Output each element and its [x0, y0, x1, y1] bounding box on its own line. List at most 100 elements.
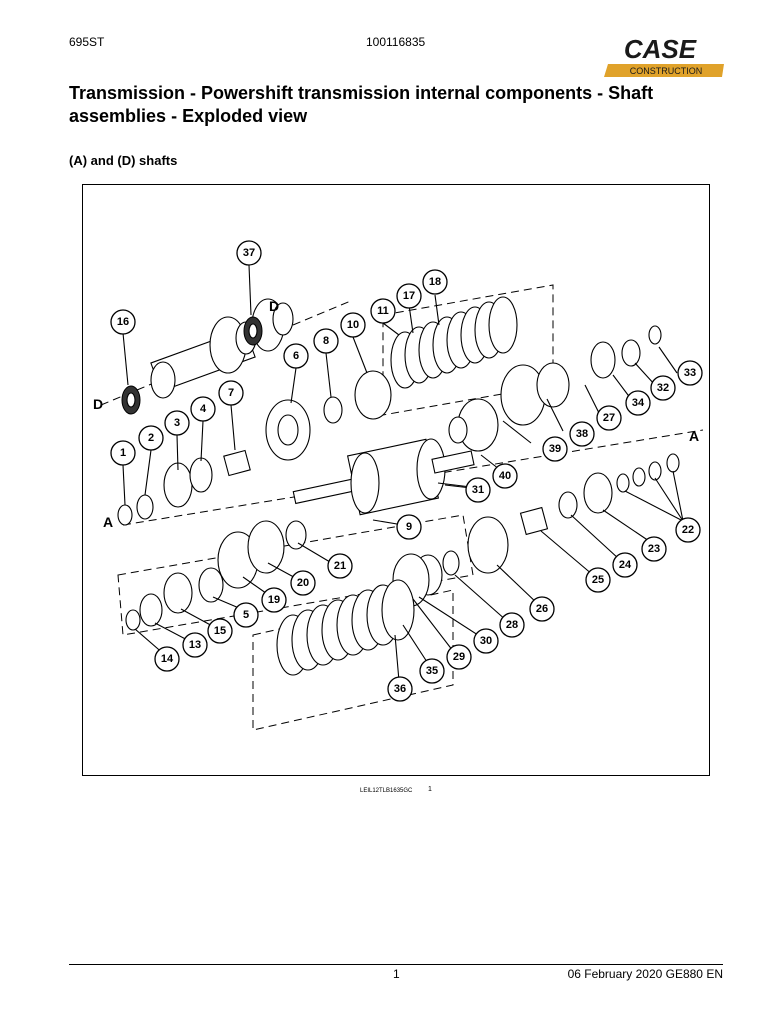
callout-18: 18	[422, 269, 448, 295]
callout-4: 4	[190, 396, 216, 422]
svg-text:24: 24	[619, 559, 632, 571]
bearing-23	[583, 472, 613, 514]
ring-8	[323, 396, 343, 424]
callout-23: 23	[641, 536, 667, 562]
svg-text:21: 21	[334, 560, 346, 572]
axis-label-a-right: A	[689, 428, 699, 444]
spacer-24	[558, 491, 578, 519]
axis-label-d-right: D	[269, 298, 279, 314]
callout-20: 20	[290, 570, 316, 596]
callout-34: 34	[625, 390, 651, 416]
callout-3: 3	[164, 410, 190, 436]
callout-21: 21	[327, 553, 353, 579]
document-number: 100116835	[366, 35, 426, 49]
spacer-2	[136, 494, 154, 520]
model-number: 695ST	[69, 35, 105, 49]
page-title: Transmission - Powershift transmission i…	[69, 83, 654, 126]
svg-text:30: 30	[480, 635, 492, 647]
sleeve-38	[536, 362, 570, 408]
exploded-view-figure: D D A A	[82, 184, 710, 776]
svg-text:36: 36	[394, 683, 406, 695]
svg-text:23: 23	[648, 543, 660, 555]
svg-text:9: 9	[406, 521, 412, 533]
figure-reference: LEIL12TLB1635GC	[360, 788, 413, 794]
svg-text:5: 5	[243, 609, 249, 621]
svg-text:29: 29	[453, 651, 465, 663]
retainer-32	[621, 339, 641, 367]
svg-text:19: 19	[268, 594, 280, 606]
svg-text:2: 2	[148, 432, 154, 444]
callout-29: 29	[446, 644, 472, 670]
svg-text:18: 18	[429, 276, 441, 288]
page-number: 1	[393, 967, 400, 981]
callout-9: 9	[396, 514, 422, 540]
svg-text:37: 37	[243, 247, 255, 259]
ring-10	[354, 370, 392, 420]
callout-13: 13	[182, 632, 208, 658]
callout-40: 40	[492, 463, 518, 489]
svg-text:4: 4	[200, 403, 207, 415]
sleeve-5	[198, 567, 224, 603]
svg-text:16: 16	[117, 316, 129, 328]
callout-10: 10	[340, 312, 366, 338]
spring-15	[163, 572, 193, 614]
svg-text:13: 13	[189, 639, 201, 651]
svg-text:32: 32	[657, 382, 669, 394]
callout-15: 15	[207, 618, 233, 644]
ring-40	[448, 416, 468, 444]
callout-5: 5	[233, 602, 259, 628]
callout-24: 24	[612, 552, 638, 578]
callout-2: 2	[138, 425, 164, 451]
svg-text:17: 17	[403, 290, 415, 302]
callout-36: 36	[387, 676, 413, 702]
needle-bearing-7	[223, 449, 251, 477]
lower-assembly-outline	[117, 514, 474, 636]
svg-text:8: 8	[323, 335, 329, 347]
footer-date-code: 06 February 2020 GE880 EN	[567, 967, 723, 981]
callout-1: 1	[110, 440, 136, 466]
callout-19: 19	[261, 587, 287, 613]
snap-ring-14	[125, 609, 141, 631]
callout-8: 8	[313, 328, 339, 354]
callout-17: 17	[396, 283, 422, 309]
callout-26: 26	[529, 596, 555, 622]
svg-text:28: 28	[506, 619, 518, 631]
callout-22: 22	[675, 517, 701, 543]
svg-text:22: 22	[682, 524, 694, 536]
svg-text:11: 11	[377, 305, 389, 317]
clutch-plates-17-18	[390, 296, 518, 389]
svg-text:31: 31	[472, 484, 484, 496]
section-subtitle: (A) and (D) shafts	[69, 153, 178, 168]
svg-text:25: 25	[592, 574, 604, 586]
clutch-plates-35-36	[276, 579, 415, 676]
svg-text:33: 33	[684, 367, 696, 379]
svg-text:6: 6	[293, 350, 299, 362]
callout-11: 11	[370, 298, 396, 324]
bearing-4	[189, 457, 213, 493]
callout-28: 28	[499, 612, 525, 638]
seal-21	[285, 520, 307, 550]
svg-text:3: 3	[174, 417, 180, 429]
a-shaft-clutch-drum	[292, 438, 475, 516]
svg-text:20: 20	[297, 577, 309, 589]
ring-28	[442, 550, 460, 576]
svg-text:38: 38	[576, 428, 588, 440]
svg-text:1: 1	[120, 447, 126, 459]
svg-text:34: 34	[632, 397, 645, 409]
callout-25: 25	[585, 567, 611, 593]
callout-32: 32	[650, 375, 676, 401]
callout-39: 39	[542, 436, 568, 462]
axis-label-a-left: A	[103, 514, 113, 530]
snap-ring-1	[117, 504, 133, 526]
callout-31: 31	[465, 477, 491, 503]
exploded-view-drawing: D D A A	[93, 240, 704, 731]
needle-bearing-25	[519, 506, 549, 536]
retainer-13	[139, 593, 163, 627]
callout-38: 38	[569, 421, 595, 447]
svg-text:26: 26	[536, 603, 548, 615]
seal-20	[247, 520, 285, 574]
svg-text:14: 14	[161, 653, 174, 665]
figure-number: 1	[428, 786, 432, 793]
svg-text:39: 39	[549, 443, 561, 455]
axis-label-d-left: D	[93, 396, 103, 412]
